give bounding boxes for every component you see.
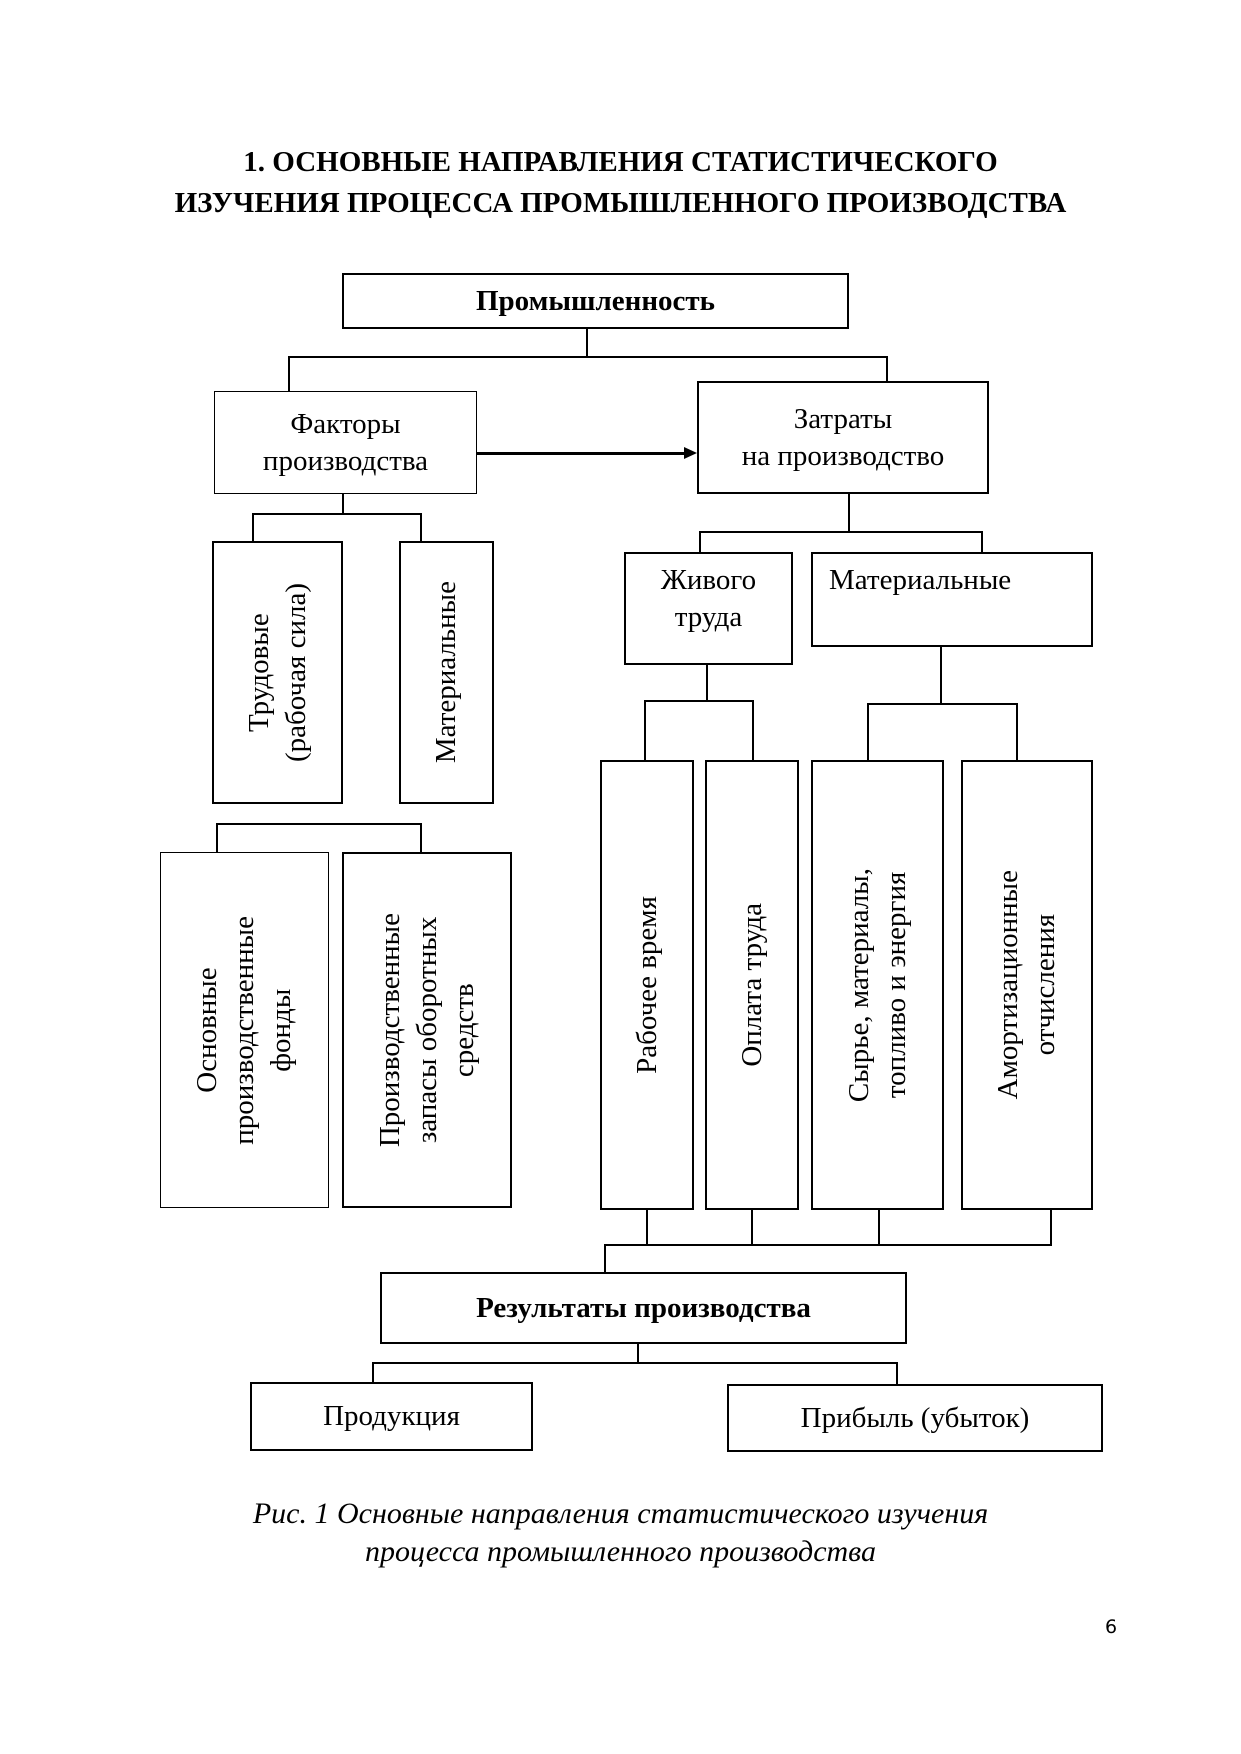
node-products-label: Продукция (323, 1400, 460, 1432)
node-production-factors-line-1: Факторы (290, 407, 401, 440)
section-heading-line-1: 1. ОСНОВНЫЕ НАПРАВЛЕНИЯ СТАТИСТИЧЕСКОГО (243, 146, 998, 178)
connector (372, 1362, 374, 1382)
node-material-costs: Материальные (811, 552, 1093, 647)
node-raw-materials: Сырье, материалы, топливо и энергия (811, 760, 944, 1210)
node-fixed-assets-line-2: производственные (228, 915, 260, 1145)
node-working-stocks-line-2: запасы оборотных (410, 916, 443, 1144)
connector (699, 531, 701, 553)
node-production-results-label: Результаты производства (476, 1291, 811, 1324)
connector (867, 703, 1018, 705)
node-production-costs-line-2: на производство (741, 439, 945, 472)
connector (372, 1362, 898, 1364)
node-depreciation-line-1: Амортизационные (992, 870, 1024, 1100)
node-working-stocks-line-1: Производственные (373, 912, 406, 1148)
connector (644, 700, 754, 702)
connector (216, 823, 218, 852)
section-heading: 1. ОСНОВНЫЕ НАПРАВЛЕНИЯ СТАТИСТИЧЕСКОГО … (0, 142, 1241, 224)
page-number: 6 (1105, 1616, 1118, 1638)
node-fixed-assets-line-3: фонды (265, 988, 297, 1072)
connector (637, 1344, 639, 1364)
figure-caption-line-2: процесса промышленного производства (364, 1535, 876, 1568)
node-products: Продукция (250, 1382, 533, 1451)
node-live-labor: Живого труда (624, 552, 793, 665)
connector (848, 494, 850, 532)
node-working-stocks-line-3: средств (447, 983, 480, 1077)
connector (342, 494, 344, 514)
connector (886, 356, 888, 382)
connector (420, 823, 422, 852)
connector (252, 513, 422, 515)
connector (646, 1210, 648, 1246)
node-production-factors: Факторы производства (214, 391, 477, 494)
node-working-time: Рабочее время (600, 760, 694, 1210)
node-profit: Прибыль (убыток) (727, 1384, 1103, 1452)
node-depreciation-line-2: отчисления (1029, 914, 1061, 1056)
node-labor-factors-line-2: (рабочая сила) (279, 583, 312, 762)
connector (940, 647, 942, 704)
connector (252, 513, 254, 541)
connector (288, 356, 290, 391)
connector (604, 1244, 606, 1272)
node-wages-label: Оплата труда (735, 903, 768, 1067)
node-industry-label: Промышленность (475, 284, 716, 317)
node-live-labor-line-1: Живого (660, 564, 757, 596)
node-fixed-assets-line-1: Основные (191, 967, 223, 1093)
connector (706, 665, 708, 702)
connector (878, 1210, 880, 1246)
connector (586, 329, 588, 357)
node-material-factors-label: Материальные (430, 581, 462, 764)
node-fixed-assets: Основные производственные фонды (160, 852, 329, 1208)
connector (288, 356, 888, 358)
node-raw-materials-line-1: Сырье, материалы, (842, 867, 875, 1103)
connector (644, 700, 646, 760)
node-working-stocks: Производственные запасы оборотных средст… (342, 852, 512, 1208)
connector (1050, 1210, 1052, 1246)
node-material-costs-label: Материальные (829, 564, 1012, 596)
node-labor-factors-line-1: Трудовые (242, 613, 275, 732)
node-working-time-label: Рабочее время (630, 896, 663, 1074)
connector (752, 700, 754, 760)
connector (216, 823, 422, 825)
node-raw-materials-line-2: топливо и энергия (879, 871, 912, 1099)
arrow-factors-to-costs (477, 452, 685, 455)
figure-caption-line-1: Рис. 1 Основные направления статистическ… (252, 1497, 989, 1530)
connector (981, 531, 983, 553)
connector (604, 1244, 1052, 1246)
node-material-factors: Материальные (399, 541, 494, 804)
node-live-labor-line-2: труда (674, 601, 743, 633)
node-industry: Промышленность (342, 273, 849, 329)
node-production-costs-line-1: Затраты (793, 402, 893, 435)
node-wages: Оплата труда (705, 760, 799, 1210)
connector (867, 703, 869, 760)
connector (699, 531, 983, 533)
connector (420, 513, 422, 541)
node-production-results: Результаты производства (380, 1272, 907, 1344)
node-profit-label: Прибыль (убыток) (800, 1401, 1030, 1434)
figure-caption: Рис. 1 Основные направления статистическ… (0, 1495, 1241, 1571)
arrowhead-icon (684, 447, 697, 459)
node-production-factors-line-2: производства (262, 444, 429, 477)
node-production-costs: Затраты на производство (697, 381, 989, 494)
node-labor-factors: Трудовые (рабочая сила) (212, 541, 343, 804)
connector (1016, 703, 1018, 760)
connector (751, 1210, 753, 1246)
connector (896, 1362, 898, 1384)
node-depreciation: Амортизационные отчисления (961, 760, 1093, 1210)
section-heading-line-2: ИЗУЧЕНИЯ ПРОЦЕССА ПРОМЫШЛЕННОГО ПРОИЗВОД… (174, 187, 1067, 219)
